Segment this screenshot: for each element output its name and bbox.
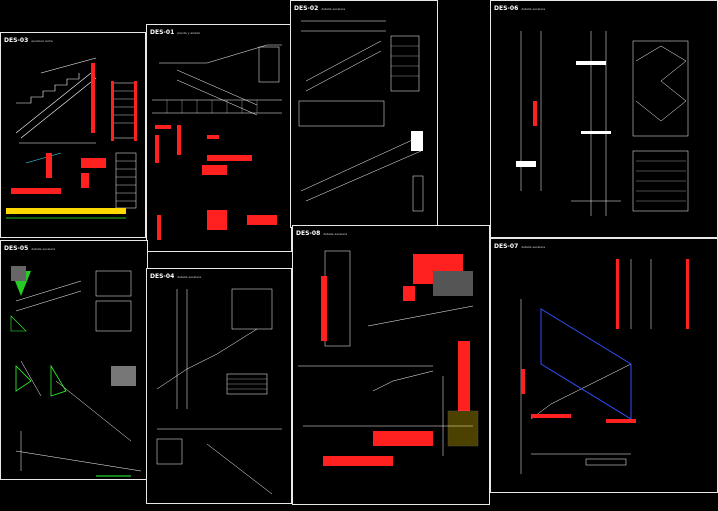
stair-drawings xyxy=(152,44,282,240)
stair-drawings xyxy=(10,266,142,477)
stair-drawings xyxy=(516,31,689,216)
stair-drawings xyxy=(6,57,137,219)
stair-drawings xyxy=(298,250,479,466)
stair-drawings xyxy=(298,20,424,212)
stair-drawings xyxy=(156,288,282,495)
stair-drawings xyxy=(520,259,689,474)
